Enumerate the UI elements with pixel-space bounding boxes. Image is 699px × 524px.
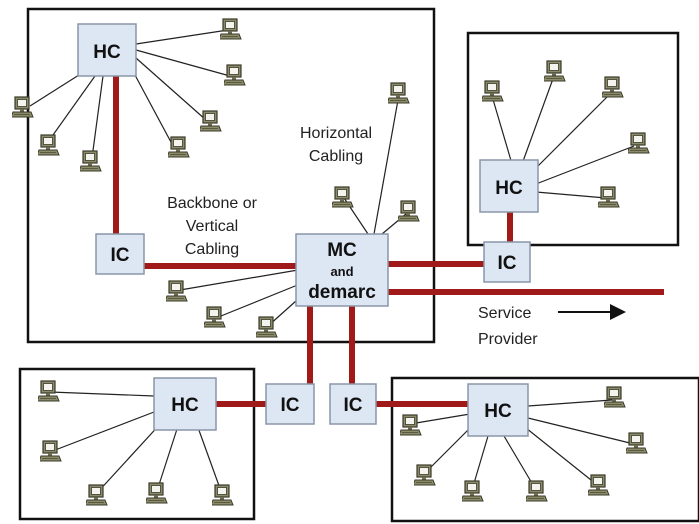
backbone-cables <box>113 74 664 407</box>
ic-right-label: IC <box>498 253 517 274</box>
computer-icon <box>602 76 624 98</box>
computer-icon <box>400 414 422 436</box>
building-frames <box>18 7 699 523</box>
computer-icon <box>414 464 436 486</box>
computer-icon <box>256 316 278 338</box>
ic-bottom-left-box <box>265 383 315 425</box>
node-labels: HC HC HC HC IC IC IC IC MC and demarc <box>93 42 523 422</box>
computer-icon <box>200 110 222 132</box>
computer-icon <box>588 474 610 496</box>
ic-right-box <box>483 241 531 283</box>
mc-label-line3: demarc <box>308 282 376 303</box>
service-provider-label-line2: Provider <box>478 331 538 348</box>
computer-icon <box>12 96 34 118</box>
backbone-cabling-label-line2: Vertical <box>186 218 238 235</box>
computer-icon <box>388 82 410 104</box>
horizontal-cabling-label-line1: Horizontal <box>300 125 372 142</box>
backbone-cabling-label-line1: Backbone or <box>167 195 258 212</box>
annotation-labels: Horizontal Cabling Backbone or Vertical … <box>167 125 538 348</box>
top-right-building-frame <box>466 31 680 247</box>
ic-left-box <box>95 233 145 275</box>
hc-bottom-right-box <box>467 383 529 437</box>
computer-icon <box>204 306 226 328</box>
computer-icon <box>146 482 168 504</box>
backbone-cabling-label-line3: Cabling <box>185 241 239 258</box>
main-building-frame <box>26 7 436 344</box>
computer-icon <box>212 484 234 506</box>
ic-bottom-right-box <box>329 383 377 425</box>
service-provider-label-line1: Service <box>478 305 531 322</box>
computer-icon <box>38 380 60 402</box>
mc-box <box>295 233 389 307</box>
computer-icon <box>628 132 650 154</box>
computer-icon <box>544 60 566 82</box>
hc-bottom-right-label: HC <box>484 401 512 422</box>
computer-icon <box>40 440 62 462</box>
bottom-right-building-frame <box>390 376 699 523</box>
computer-icon <box>80 150 102 172</box>
hc-top-right-box <box>479 159 539 213</box>
bottom-left-building-frame <box>18 367 256 521</box>
hc-top-left-box <box>77 23 137 77</box>
computer-icon <box>462 480 484 502</box>
hc-bottom-left-label: HC <box>171 395 199 416</box>
hc-top-right-label: HC <box>495 178 523 199</box>
hc-top-left-label: HC <box>93 42 121 63</box>
mc-label-line2: and <box>330 264 353 279</box>
hc-bottom-left-box <box>153 377 217 431</box>
computer-icon <box>526 480 548 502</box>
computer-icon <box>398 200 420 222</box>
mc-label-line1: MC <box>327 240 357 261</box>
ic-left-label: IC <box>111 245 130 266</box>
computer-icon <box>86 484 108 506</box>
computer-icon <box>604 386 626 408</box>
ic-bottom-left-label: IC <box>281 395 300 416</box>
computer-icon <box>220 18 242 40</box>
computer-icon <box>166 280 188 302</box>
computer-icon <box>482 80 504 102</box>
horizontal-cabling-label-line2: Cabling <box>309 148 363 165</box>
node-boxes <box>77 23 539 437</box>
ic-bottom-right-label: IC <box>344 395 363 416</box>
computer-icon <box>332 186 354 208</box>
computer-icon <box>38 134 60 156</box>
